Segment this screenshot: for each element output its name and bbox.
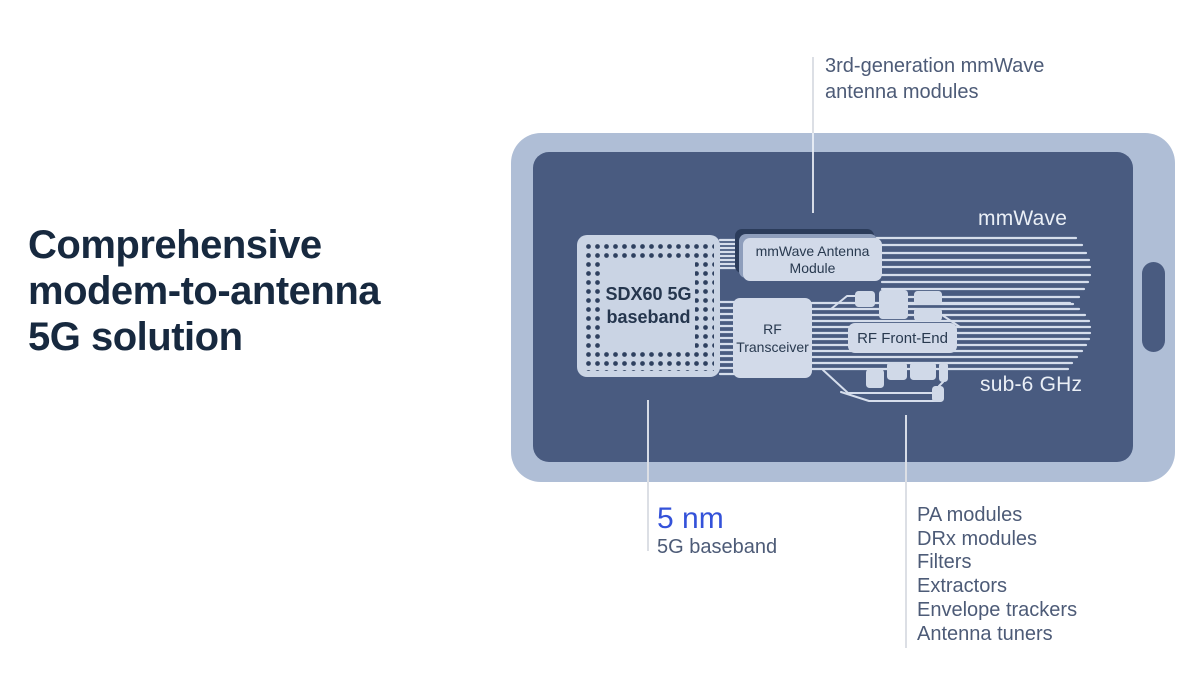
front-end-components-list: PA modules DRx modules Filters Extractor… [917, 504, 1077, 646]
process-node-label: 5G baseband [657, 536, 778, 558]
page-title: Comprehensive modem-to-antenna 5G soluti… [28, 222, 381, 360]
callout-mmwave-modules-line-2: antenna modules [825, 81, 979, 103]
baseband-chip: SDX60 5G baseband [577, 235, 720, 377]
page-title-line-3: 5G solution [28, 315, 243, 359]
sub6-band-label: sub-6 GHz [980, 373, 1083, 396]
list-item: Antenna tuners [917, 622, 1053, 645]
baseband-chip-label: SDX60 5G baseband [602, 260, 695, 352]
mmwave-antenna-module: mmWave Antenna Module [743, 238, 882, 281]
page-title-line-1: Comprehensive [28, 223, 322, 267]
list-item: Envelope trackers [917, 598, 1078, 621]
list-item: Extractors [917, 575, 1008, 598]
callout-line-top-outer [812, 57, 814, 133]
callout-line-baseband-outer [647, 462, 649, 551]
callout-line-baseband-inner [647, 400, 649, 462]
list-item: DRx modules [917, 527, 1038, 550]
list-item: Filters [917, 551, 972, 574]
page-title-line-2: modem-to-antenna [28, 269, 381, 313]
callout-line-frontend-inner [905, 415, 907, 462]
list-item: PA modules [917, 504, 1023, 526]
rf-transceiver-module: RF Transceiver [733, 298, 812, 378]
callout-line-frontend-outer [905, 462, 907, 648]
rf-front-end-module: RF Front-End [848, 323, 957, 353]
phone-side-button [1142, 262, 1165, 352]
mmwave-band-label: mmWave [978, 207, 1068, 230]
process-node-value: 5 nm [657, 502, 724, 535]
callout-mmwave-modules-line-1: 3rd-generation mmWave [825, 55, 1045, 77]
phone-illustration: SDX60 5G baseband mmWave Antenna Module … [511, 133, 1175, 482]
phone-screen: SDX60 5G baseband mmWave Antenna Module … [533, 152, 1133, 462]
callout-line-top-inner [812, 133, 814, 213]
callout-mmwave-modules: 3rd-generation mmWave antenna modules [825, 53, 1044, 105]
